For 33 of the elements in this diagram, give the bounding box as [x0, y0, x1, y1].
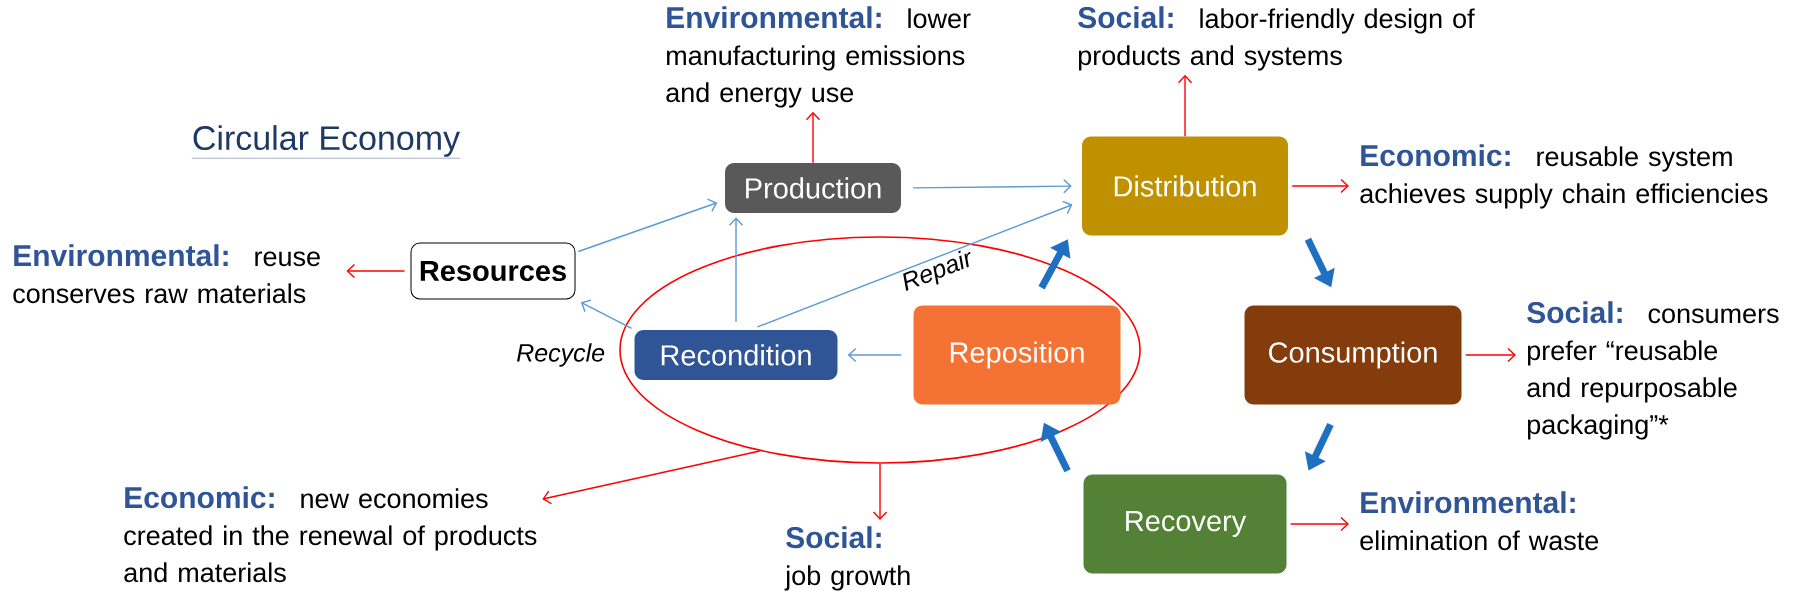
arrow	[805, 111, 821, 164]
annotation-text: Environmental: reuse conserves raw materials	[13, 244, 320, 304]
arrow	[1465, 347, 1516, 363]
annotation-text: Social: consumers prefer “reusable and repurposable packaging”*	[1527, 301, 1779, 440]
annotation-text: Social: job growth	[784, 526, 910, 591]
arrow	[346, 263, 406, 279]
arrow	[912, 179, 1072, 194]
annotation-text: Economic: reusable system achieves supply chain efficiencies	[1360, 144, 1768, 209]
process-box: Consumption	[1244, 305, 1462, 405]
edge-label: Recycle	[516, 343, 605, 367]
arrow	[542, 450, 761, 505]
annotation-text: Environmental: elimination of waste	[1360, 491, 1599, 551]
arrow	[1291, 178, 1349, 194]
arrow	[872, 463, 888, 520]
arrow	[580, 299, 633, 330]
arrow	[728, 217, 744, 323]
arrow	[847, 347, 902, 363]
annotation-text: Environmental: lower manufacturing emissions and energy use	[666, 6, 971, 108]
arrow	[1290, 516, 1349, 532]
process-box: Distribution	[1082, 136, 1288, 236]
edge-label: Repair	[903, 250, 971, 291]
process-box: Recondition	[634, 330, 838, 380]
annotation-text: Economic: new economies created in the renewal of products and materials	[124, 486, 537, 583]
annotation-text: Social: labor-friendly design of products and systems	[1078, 6, 1475, 71]
process-box: Resources	[410, 242, 576, 300]
process-box: Production	[725, 163, 901, 213]
arrow	[577, 198, 718, 253]
arrow	[756, 200, 1073, 328]
oval-outline	[619, 236, 1141, 464]
arrow	[1177, 74, 1193, 137]
title: Circular Economy	[191, 125, 461, 159]
process-box: Recovery	[1083, 474, 1287, 574]
process-box: Reposition	[913, 305, 1121, 405]
